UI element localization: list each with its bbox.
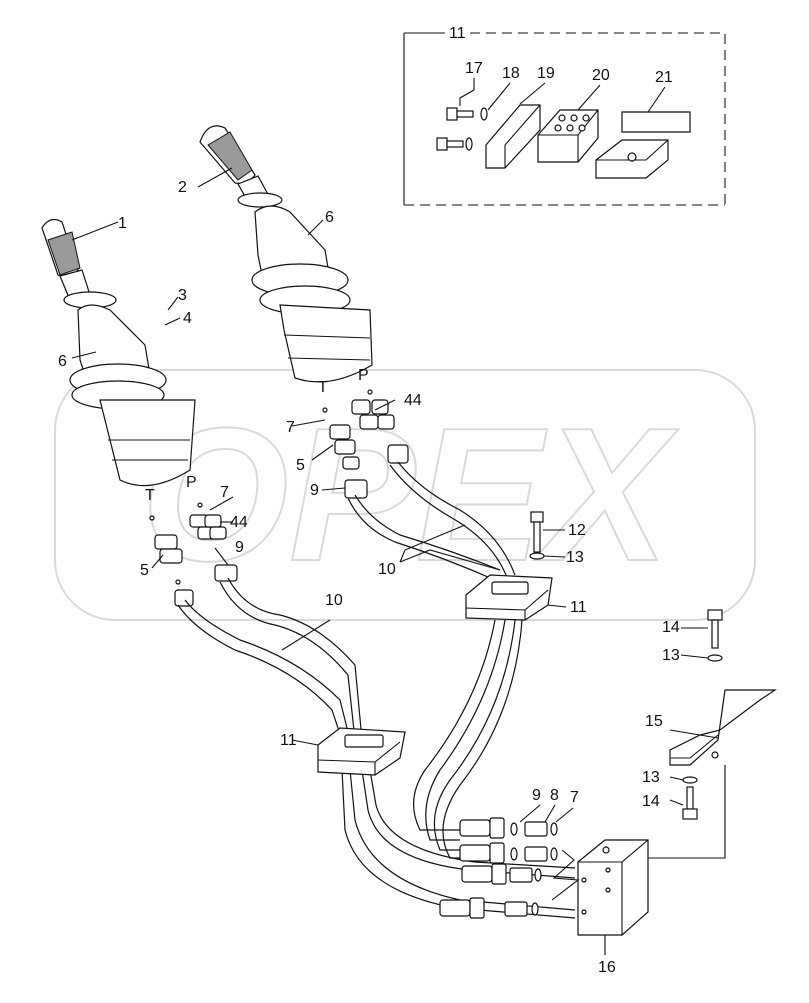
callout-14-top: 14 [662,619,680,636]
callout-4: 4 [183,310,192,327]
callout-9-valve: 9 [532,787,541,804]
callout-13-top: 13 [566,549,584,566]
callout-5-left: 5 [140,562,149,579]
clamp-11-left [317,727,406,776]
bracket-15 [669,689,777,766]
left-hoses [177,577,576,919]
callout-7-right: 7 [286,419,295,436]
callout-17: 17 [465,60,483,77]
cover-21-icon [595,111,691,179]
clamp-19-icon [485,104,541,169]
callout-1: 1 [118,215,127,232]
callout-9-right: 9 [310,482,319,499]
callout-14-low: 14 [642,793,660,810]
callout-15: 15 [645,713,663,730]
leader-lines [71,167,726,955]
right-fittings [322,389,409,499]
washer-18-icon [465,107,488,151]
valve-fittings [439,817,558,919]
callout-13-low: 13 [642,769,660,786]
callout-11-left: 11 [280,732,297,749]
left-fittings [149,502,238,607]
callout-9-left: 9 [235,539,244,556]
callout-11-right: 11 [570,599,587,616]
callout-21: 21 [655,69,673,86]
bolt-17-icon [436,107,474,151]
right-joystick [199,125,373,383]
callout-6-left: 6 [58,353,67,370]
callout-3: 3 [178,287,187,304]
callout-6-right: 6 [325,209,334,226]
port-label-p-right: P [358,367,369,384]
right-hoses [347,461,523,859]
callout-18: 18 [502,65,520,82]
callout-7-left: 7 [220,484,229,501]
callout-12: 12 [568,522,586,539]
port-label-t-right: T [318,379,328,396]
valve-block-16 [577,839,649,936]
callout-13-mid: 13 [662,647,680,664]
callout-44-right: 44 [404,392,422,409]
callout-20: 20 [592,67,610,84]
callout-10-left: 10 [325,592,343,609]
callout-19: 19 [537,65,555,82]
clamp-20-icon [537,109,599,163]
port-label-t-left: T [145,487,155,504]
callout-7-valve: 7 [570,789,579,806]
callout-2: 2 [178,179,187,196]
callout-11-detail: 11 [449,25,466,42]
port-label-p-left: P [186,474,197,491]
callout-5-right: 5 [296,457,305,474]
callout-10-right: 10 [378,561,396,578]
callout-8: 8 [550,787,559,804]
bolt-14-icon [682,609,723,820]
detail-box-11: 11 17 18 19 20 21 [403,25,726,206]
callout-16: 16 [598,959,616,976]
callout-44-left: 44 [230,514,248,531]
left-joystick [41,218,196,487]
